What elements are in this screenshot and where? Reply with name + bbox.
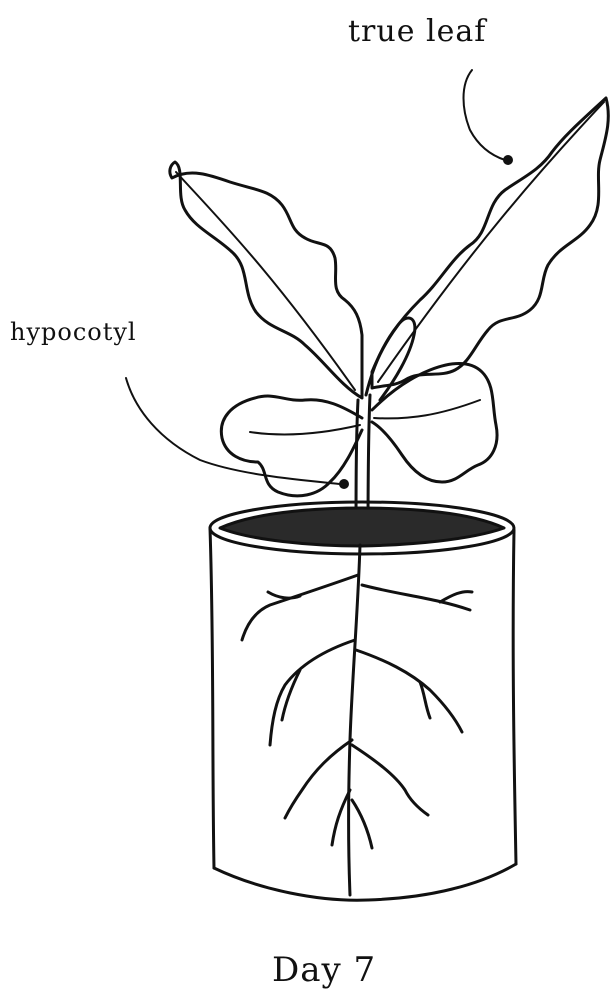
pot-right-wall [513,530,516,864]
primary-root [349,545,361,895]
root-branch [352,800,372,848]
true-leaf-leader-line [464,70,506,160]
right-true-leaf [372,98,608,388]
true-leaf-pointer-dot [503,155,513,165]
hypocotyl-pointer-dot [339,479,349,489]
root-system [242,545,472,895]
right-cotyledon [372,364,497,483]
hypocotyl-leader-line [126,378,340,484]
left-leaf-midrib [176,172,355,390]
root-branch [356,650,462,732]
left-cotyledon-vein [250,425,360,434]
pot-bottom [214,864,516,900]
root-branch [352,745,428,815]
root-branch [270,640,355,745]
right-cotyledon-vein [374,400,480,418]
pot-left-wall [210,528,214,868]
true-leaf-label: true leaf [348,14,486,49]
day-caption: Day 7 [272,950,376,990]
root-branch [440,592,472,602]
pot-soil [220,508,504,546]
hypocotyl-label: hypocotyl [10,318,137,346]
root-branch [362,585,470,610]
root-branch [242,575,358,640]
